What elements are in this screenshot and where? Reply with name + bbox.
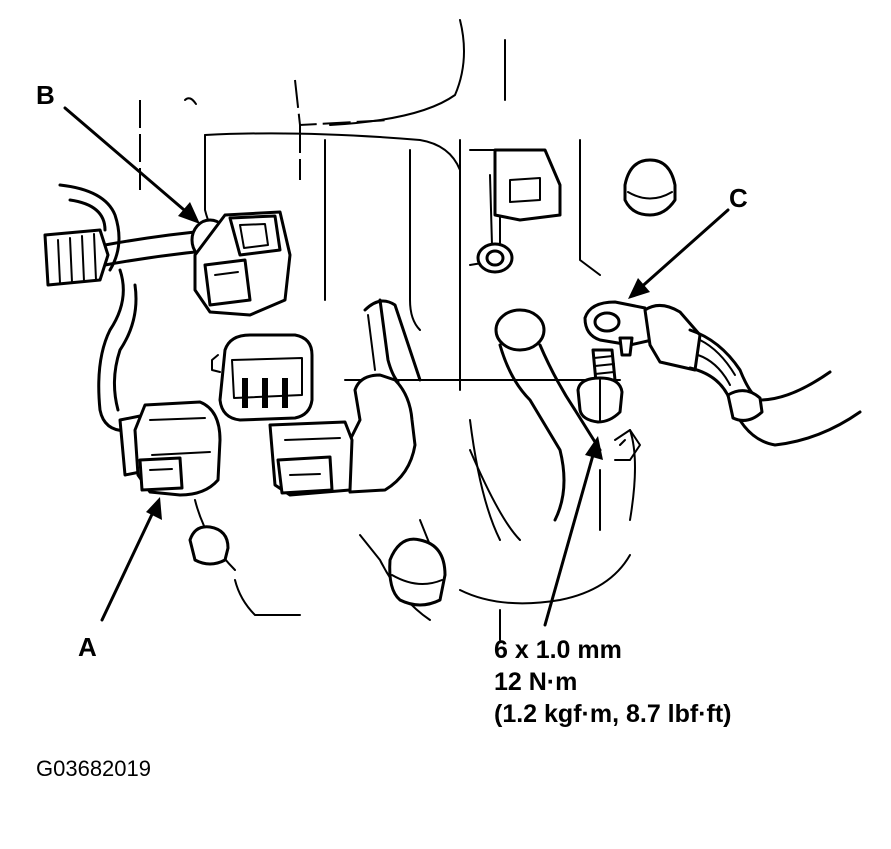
leader-b	[63, 106, 200, 224]
callout-c: C	[729, 183, 748, 213]
coolant-pipe	[469, 308, 602, 541]
connector-b	[190, 210, 292, 317]
leader-c	[628, 208, 730, 299]
bolt-size-label: 6 x 1.0 mm	[494, 636, 622, 664]
mount-bracket	[476, 148, 562, 274]
middle-connector	[211, 333, 314, 422]
figure-code: G03682019	[36, 756, 151, 781]
torque-alt-label: (1.2 kgf·m, 8.7 lbf·ft)	[494, 700, 732, 728]
rubber-cap	[623, 158, 677, 217]
side-bracket	[614, 429, 641, 461]
lower-plug-left	[188, 525, 230, 566]
connector-a	[118, 400, 222, 497]
leader-bolt	[543, 436, 603, 627]
ground-terminal-c	[583, 300, 862, 447]
bolt	[576, 348, 624, 424]
callout-b: B	[36, 80, 55, 110]
torque-nm-label: 12 N·m	[494, 668, 577, 696]
wire-harness	[43, 183, 217, 433]
callout-a: A	[78, 632, 97, 662]
leader-a	[100, 497, 162, 622]
sensor-connector	[268, 298, 422, 497]
lower-plug-right	[388, 537, 447, 607]
